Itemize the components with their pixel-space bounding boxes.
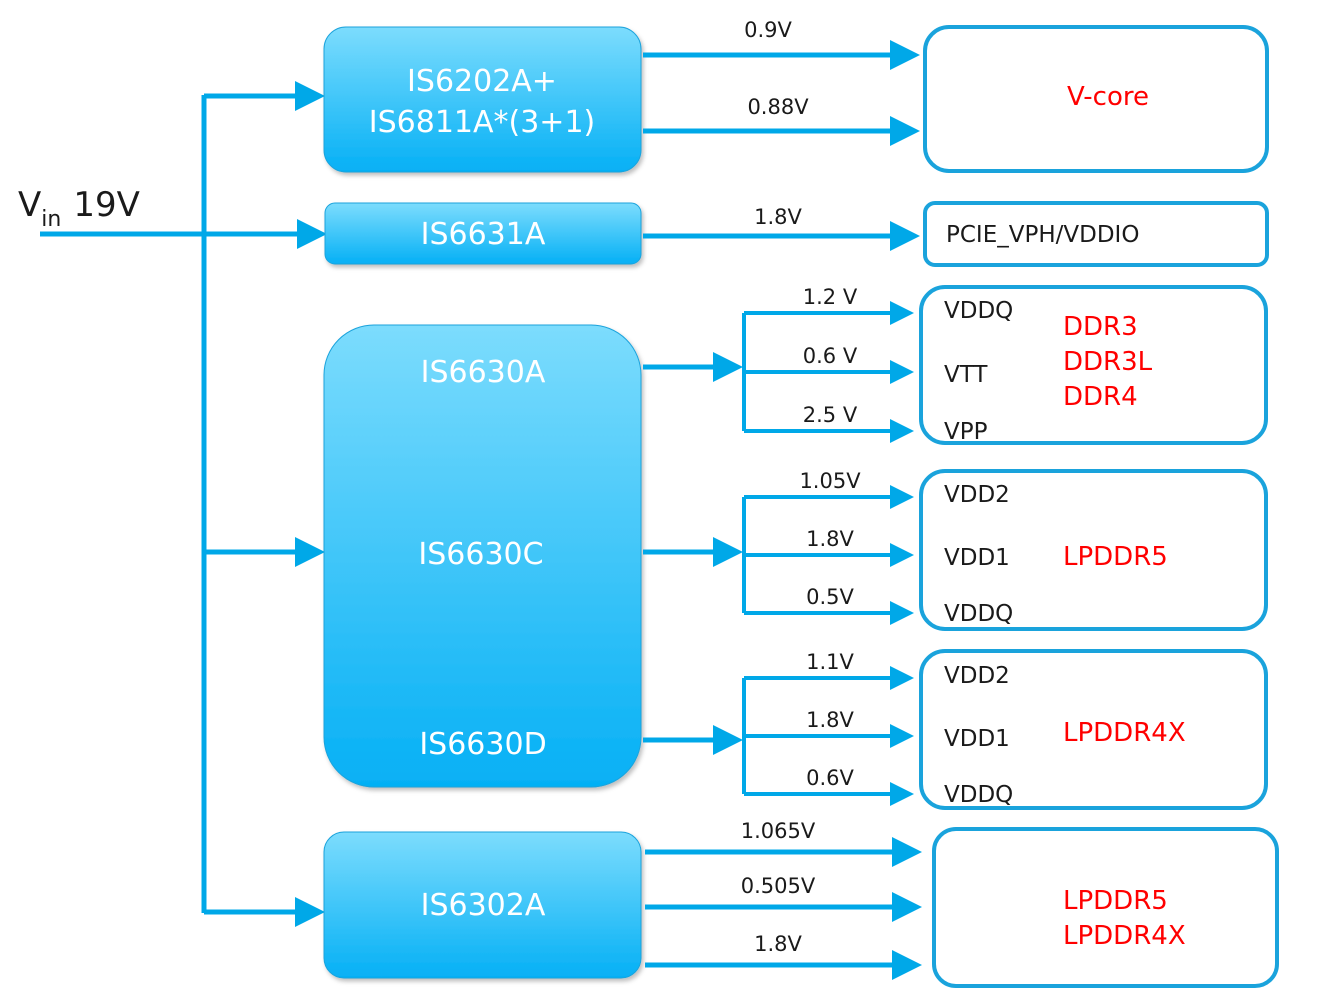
pcie-converter-block: IS6631A 1.8V PCIE_VPH/VDDIO xyxy=(324,201,1269,267)
lpddr-memory-1: LPDDR5 xyxy=(1063,886,1168,916)
memory-type: DDR4 xyxy=(1063,382,1138,412)
ddr-group-is6630d: 1.1V VDD2 1.8V VDD1 0.6V VDDQ LPDDR4X xyxy=(643,649,1268,810)
vcore-load-name: V-core xyxy=(1067,82,1149,112)
ddr-group-is6630c: 1.05V VDD2 1.8V VDD1 0.5V VDDQ LPDDR5 xyxy=(643,469,1268,631)
pcie-load-name: PCIE_VPH/VDDIO xyxy=(946,222,1139,248)
lpddr-memory-2: LPDDR4X xyxy=(1063,921,1186,951)
output-voltage: 2.5 V xyxy=(803,403,858,427)
lpddr-output-voltage: 0.505V xyxy=(741,874,816,898)
chip-label-is6630c: IS6630C xyxy=(418,537,543,572)
chip-label-is6630a: IS6630A xyxy=(421,355,546,390)
memory-type: LPDDR4X xyxy=(1063,718,1186,748)
vcore-load-box xyxy=(923,25,1269,173)
vcore-output-voltage-2: 0.88V xyxy=(747,95,809,119)
pcie-load-box xyxy=(923,201,1269,267)
vcore-chip-label-1: IS6202A+ xyxy=(407,64,557,99)
ddr-converter-chip xyxy=(323,324,642,788)
output-voltage: 0.6V xyxy=(806,766,854,790)
rail-name: VDD2 xyxy=(944,663,1010,689)
memory-type: DDR3 xyxy=(1063,312,1138,342)
output-voltage: 1.2 V xyxy=(803,285,858,309)
pcie-converter-chip xyxy=(324,202,642,265)
pcie-output-voltage: 1.8V xyxy=(754,205,802,229)
rail-name: VDD1 xyxy=(944,545,1010,571)
group-load-box xyxy=(919,649,1268,810)
ddr-converter-block: IS6630A IS6630C IS6630D 1.2 V VDDQ 0.6 V VT… xyxy=(323,285,1268,810)
vcore-converter-block: IS6202A+ IS6811A*(3+1) 0.9V 0.88V V-core xyxy=(323,18,1269,173)
rail-name: VDDQ xyxy=(944,782,1013,808)
pcie-chip-label: IS6631A xyxy=(421,217,546,252)
vcore-chip-label-2: IS6811A*(3+1) xyxy=(369,105,595,140)
lpddr-output-voltage: 1.8V xyxy=(754,932,802,956)
rail-name: VPP xyxy=(944,419,988,445)
rail-name: VDDQ xyxy=(944,298,1013,324)
lpddr-chip-label: IS6302A xyxy=(421,888,546,923)
output-voltage: 1.05V xyxy=(799,469,861,493)
chip-label-is6630d: IS6630D xyxy=(419,727,546,762)
output-voltage: 1.1V xyxy=(806,650,854,674)
output-voltage: 1.8V xyxy=(806,527,854,551)
lpddr-converter-chip xyxy=(323,831,642,979)
vin-symbol: V xyxy=(18,185,41,225)
rail-name: VDDQ xyxy=(944,601,1013,627)
rail-name: VDD2 xyxy=(944,482,1010,508)
vin-label: Vin 19V xyxy=(18,185,140,232)
output-voltage: 1.8V xyxy=(806,708,854,732)
vin-subscript: in xyxy=(41,207,61,232)
lpddr-output-voltage: 1.065V xyxy=(741,819,816,843)
group-load-box xyxy=(919,285,1268,445)
memory-type: DDR3L xyxy=(1063,347,1153,377)
memory-type: LPDDR5 xyxy=(1063,542,1168,572)
lpddr-load-box xyxy=(932,827,1279,988)
vcore-converter-chip xyxy=(323,26,642,173)
rail-name: VDD1 xyxy=(944,726,1010,752)
group-load-box xyxy=(919,469,1268,631)
input-bus xyxy=(40,81,327,927)
rail-name: VTT xyxy=(944,362,988,388)
vcore-output-voltage-1: 0.9V xyxy=(744,18,792,42)
vin-voltage: 19V xyxy=(73,185,140,225)
output-voltage: 0.6 V xyxy=(803,344,858,368)
output-voltage: 0.5V xyxy=(806,585,854,609)
